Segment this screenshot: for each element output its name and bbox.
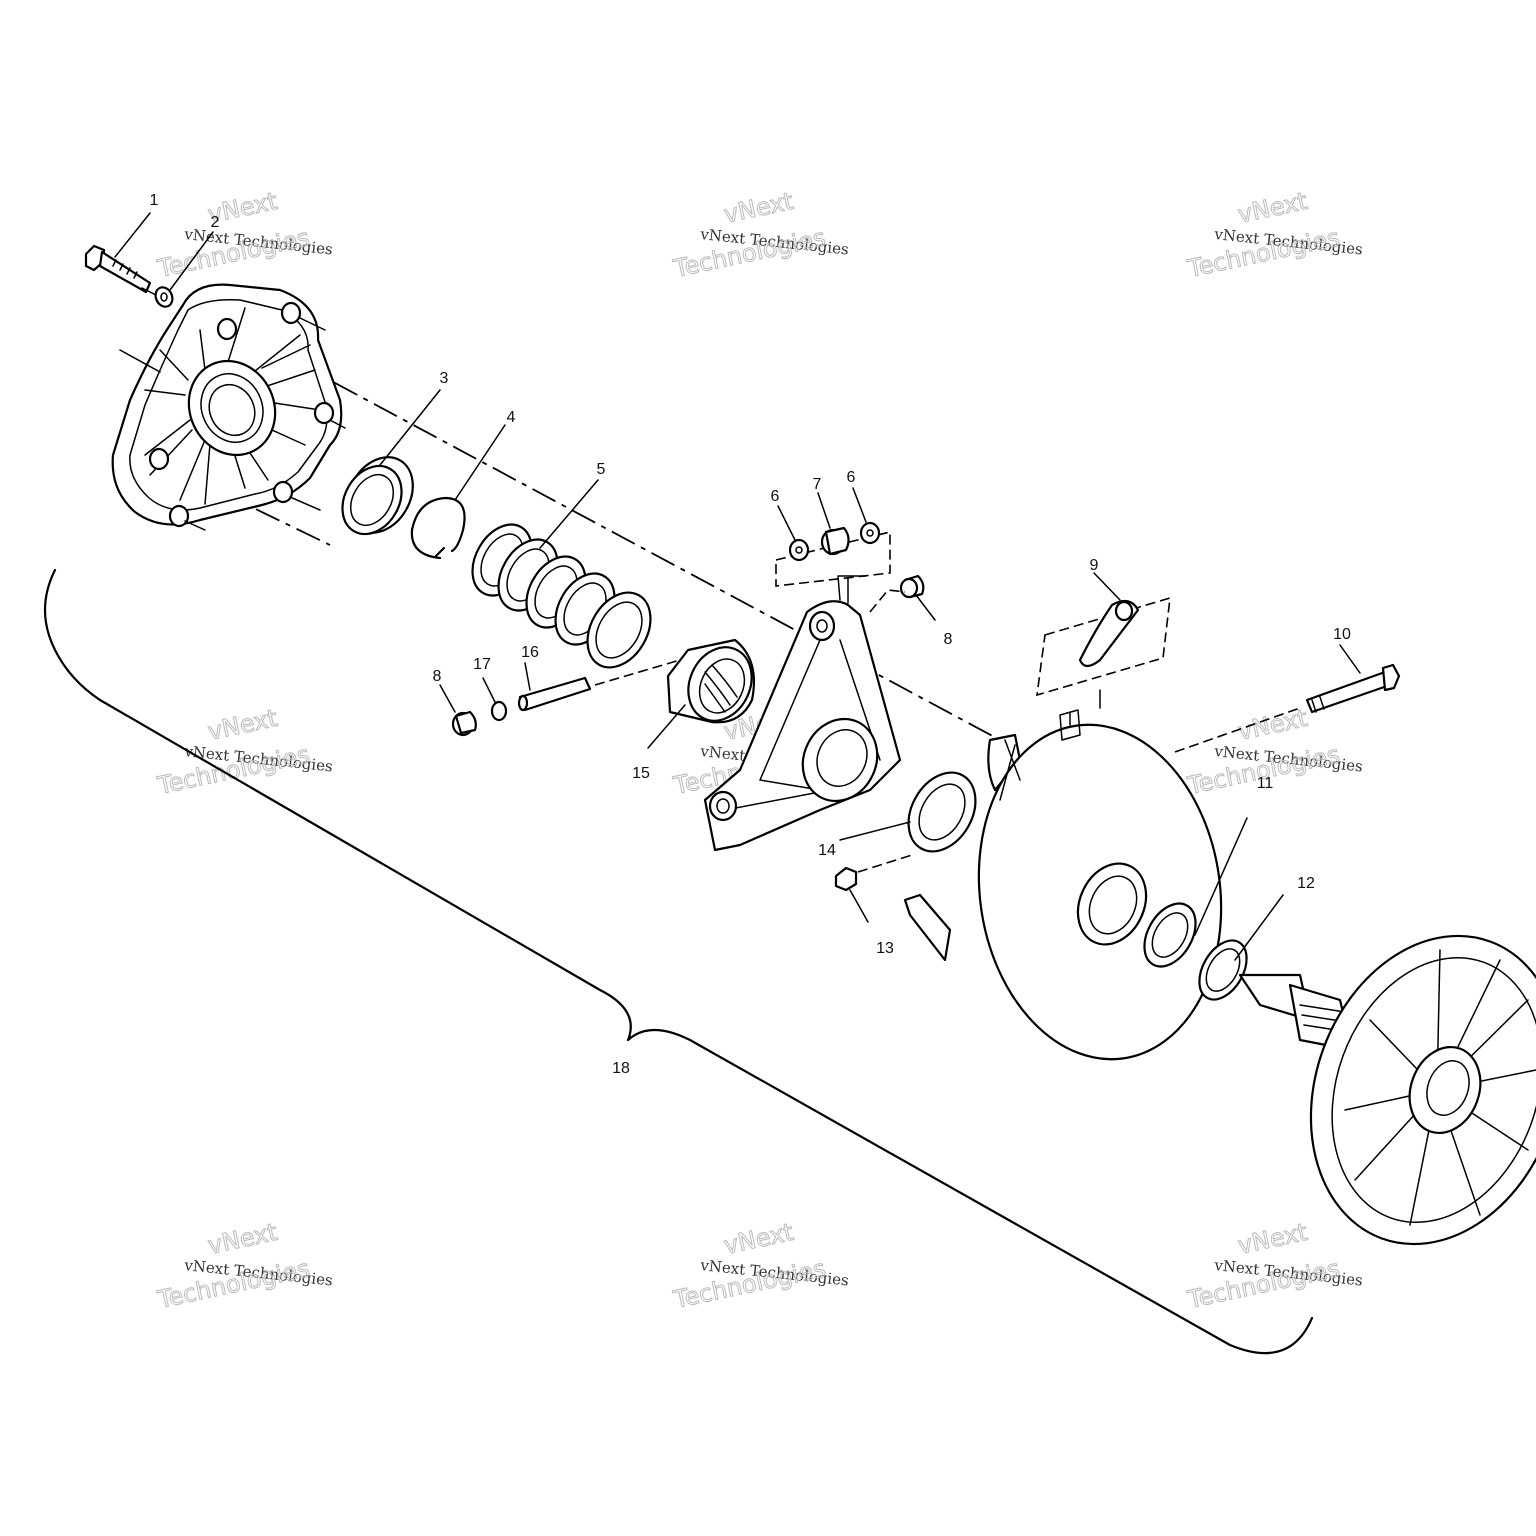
callout-4: 4 (507, 409, 516, 426)
callout-2: 2 (211, 214, 220, 231)
callout-5: 5 (597, 461, 606, 478)
bushing-part-3 (341, 456, 414, 536)
cam-part-15 (666, 638, 756, 724)
watermark-3: vNext vNext Technologies Technologies (1184, 186, 1364, 283)
roller-assembly-6-7-6 (775, 521, 891, 587)
callout-15: 15 (632, 765, 650, 782)
callout-17: 17 (473, 656, 491, 673)
watermark-1: vNext vNext Technologies Technologies (154, 186, 334, 283)
snap-ring-part-4 (410, 496, 466, 560)
callout-6-right: 6 (847, 469, 856, 486)
callout-8-left: 8 (433, 668, 442, 685)
watermark-7: vNext vNext Technologies Technologies (154, 1217, 334, 1314)
callout-16: 16 (521, 644, 539, 661)
watermark-6: vNext vNext Technologies Technologies (1184, 703, 1364, 800)
bolt-part-1 (84, 244, 161, 298)
washer-part-14 (907, 771, 977, 853)
spring-part-5 (471, 523, 652, 669)
oring-part-17 (490, 700, 508, 722)
callout-8-right: 8 (944, 631, 953, 648)
pin-part-16 (517, 659, 681, 712)
callout-9: 9 (1090, 557, 1099, 574)
svg-text:vNext: vNext (721, 1218, 795, 1260)
watermark-4: vNext vNext Technologies Technologies (154, 703, 334, 800)
assembly-bracket-18 (43, 568, 1314, 1355)
washer-part-12 (1198, 939, 1248, 1001)
leader-lines (114, 212, 1361, 961)
svg-text:vNext: vNext (721, 187, 795, 229)
washer-part-2 (154, 286, 174, 308)
svg-text:vNext: vNext (1235, 1218, 1309, 1260)
callout-1: 1 (150, 192, 159, 209)
watermark-8: vNext vNext Technologies Technologies (670, 1217, 850, 1314)
callout-13: 13 (876, 940, 894, 957)
axis-line-lower (174, 469, 331, 546)
cover-plate (111, 283, 346, 531)
bushing-part-11 (1143, 902, 1197, 968)
svg-text:vNext: vNext (205, 704, 279, 746)
main-axis-line (254, 339, 1001, 741)
fixed-sheave (1238, 934, 1536, 1246)
svg-text:vNext: vNext (1235, 187, 1309, 229)
svg-text:vNext: vNext (205, 1218, 279, 1260)
callout-6-left: 6 (771, 488, 780, 505)
button-part-8-left (451, 710, 477, 737)
callout-11: 11 (1257, 775, 1274, 792)
callout-labels: 1 2 3 4 5 6 7 6 8 9 10 8 17 16 15 14 11 … (150, 192, 1351, 1077)
callout-14: 14 (818, 842, 836, 859)
bolt-part-10 (1174, 663, 1401, 753)
button-part-8-right (869, 574, 925, 613)
watermark-9: vNext vNext Technologies Technologies (1184, 1217, 1364, 1314)
watermark-2: vNext vNext Technologies Technologies (670, 186, 850, 283)
weight-part-9 (1036, 596, 1171, 726)
nut-part-13 (834, 854, 913, 892)
movable-sheave (903, 709, 1223, 1061)
callout-18: 18 (612, 1060, 630, 1077)
callout-3: 3 (440, 370, 449, 387)
spider-arm (703, 575, 902, 852)
callout-7: 7 (813, 476, 822, 493)
callout-10: 10 (1333, 626, 1351, 643)
svg-text:vNext: vNext (1235, 704, 1309, 746)
callout-12: 12 (1297, 875, 1315, 892)
